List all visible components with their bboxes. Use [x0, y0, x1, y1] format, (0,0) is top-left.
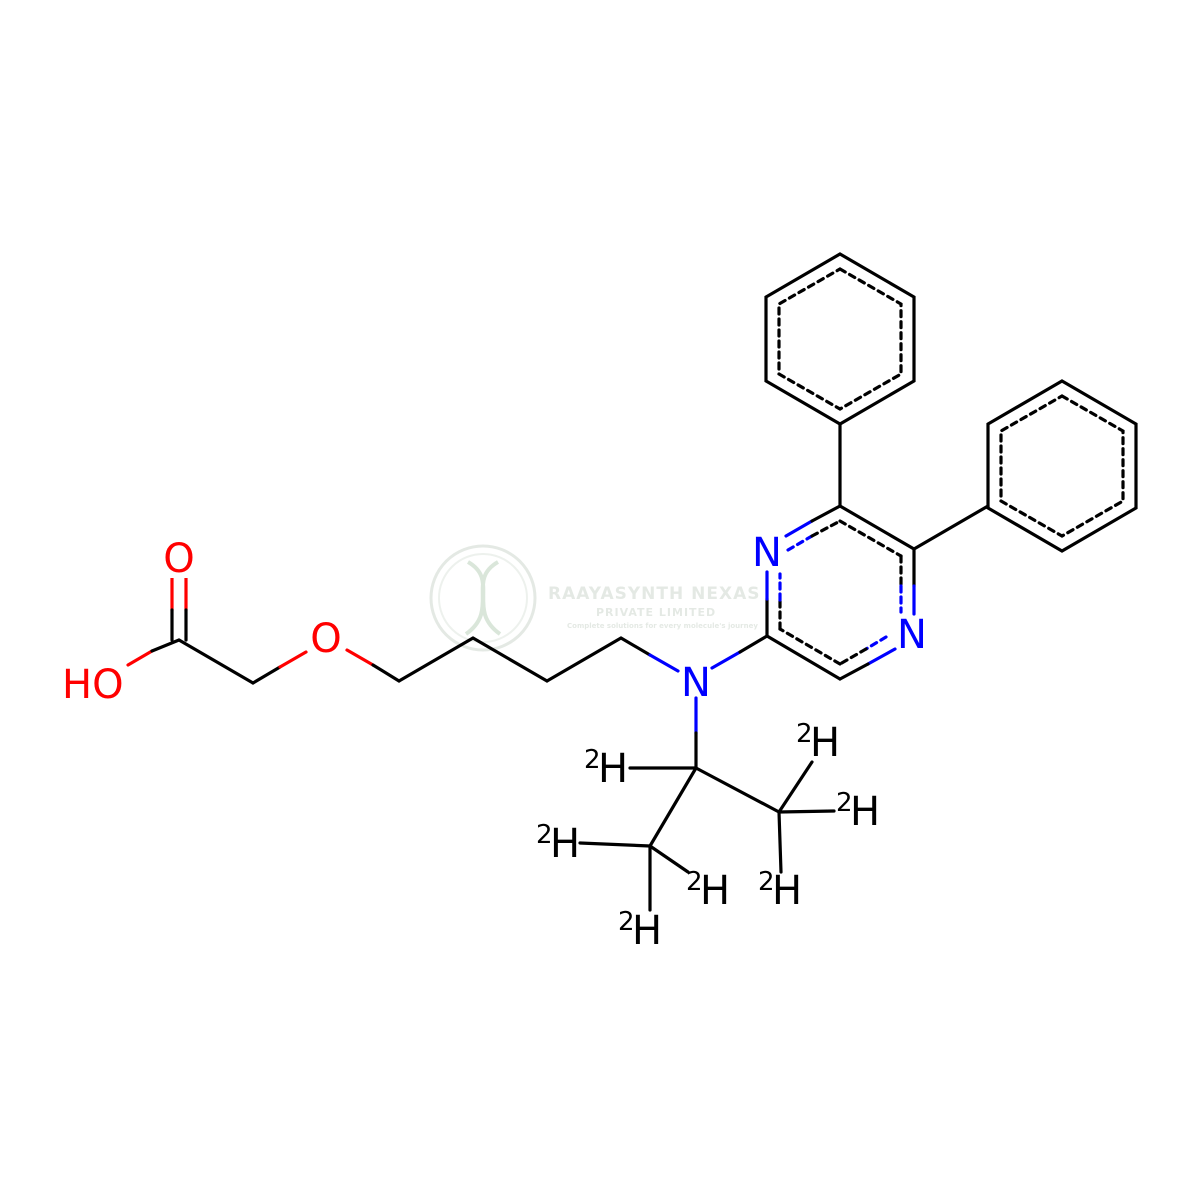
deuterium-label: H	[850, 789, 880, 835]
pyrazine-nitrogen-1-label: N	[752, 530, 782, 576]
chain-bond-1	[397, 636, 475, 683]
pyrazine-nitrogen-4-label: N	[897, 612, 927, 658]
deuterium-right-methyl-1: 2 H	[796, 719, 840, 766]
phenyl-ring-2	[986, 379, 1138, 553]
pyrazine-dash-c3-c2	[778, 627, 842, 666]
pyrazine-bond-c6-c5	[838, 504, 916, 551]
hydroxyl-label: HO	[62, 662, 124, 708]
pyrazine-dash-c6-c5	[838, 519, 903, 558]
pyrazine-dash-n4-c3	[864, 635, 888, 651]
atom-labels: O HO O N N N 2 H 2 H 2 H 2 H 2 H 2 H	[62, 530, 927, 954]
pyrazine-bond-n1-c6-carbon	[810, 504, 842, 523]
isotope-superscript: 2	[686, 867, 703, 897]
pyrazine-dash-n1-c6	[786, 534, 814, 552]
pyrazine-bond-n4-c3-carbon	[838, 662, 870, 681]
isotope-superscript: 2	[584, 745, 601, 775]
deuterium-left-methyl-3: 2 H	[618, 907, 662, 954]
watermark-logo-ring	[429, 544, 537, 652]
isotope-superscript: 2	[536, 820, 553, 850]
watermark-tagline: Complete solutions for every molecule's …	[567, 622, 758, 630]
chain-bond-2	[471, 636, 549, 683]
isotope-superscript: 2	[618, 907, 635, 937]
watermark-subtitle: PRIVATE LIMITED	[596, 606, 716, 619]
deuterium-left-methyl-2: 2 H	[686, 867, 730, 914]
pyrazine-dash-n1-c6-carbon	[810, 519, 842, 538]
left-methyl-d-bond-2	[648, 844, 690, 874]
phenyl-2-connection	[912, 504, 990, 551]
deuterium-label: H	[810, 720, 840, 766]
pyrazine-aromatic-dashes	[778, 519, 903, 666]
ether-oxygen-label: O	[310, 616, 341, 662]
isotope-superscript: 2	[796, 719, 813, 749]
pyrazine-dash-n4-c3-carbon	[838, 647, 868, 666]
isopropyl-right-methyl-bond	[694, 766, 781, 814]
chain-bond-4-nitrogen	[648, 653, 680, 673]
isotope-superscript: 2	[836, 788, 853, 818]
pyrazine-bond-n4-c3	[866, 647, 897, 666]
carbonyl-oxygen-label: O	[163, 536, 194, 582]
phenyl-ring-1-aromatic	[777, 267, 903, 411]
bonds	[126, 252, 1138, 912]
deuterium-right-methyl-2: 2 H	[836, 788, 880, 835]
deuterium-label: H	[632, 908, 662, 954]
pyrazine-bond-c3-c2	[765, 634, 842, 681]
right-methyl-d-bond-1	[777, 760, 814, 814]
alpha-carbon-bond	[177, 638, 255, 685]
deuterium-label: H	[700, 868, 730, 914]
pyrazine-bond-n1-c6	[784, 519, 814, 538]
ether-bond-right	[345, 648, 375, 667]
amine-ring-bond	[710, 650, 742, 670]
chain-bond-4	[619, 636, 652, 657]
dna-helix-icon	[464, 560, 502, 636]
isopropyl-left-methyl-bond	[648, 766, 698, 848]
right-methyl-d-bond-3	[777, 810, 783, 874]
company-watermark: RAAYASYNTH NEXAS PRIVATE LIMITED Complet…	[429, 544, 761, 652]
amine-nitrogen-label: N	[681, 660, 711, 706]
deuterium-label: H	[598, 746, 628, 792]
chain-bond-3	[545, 636, 623, 683]
deuterium-right-methyl-3: 2 H	[758, 867, 802, 914]
deuterium-label: H	[550, 821, 580, 867]
isotope-superscript: 2	[758, 867, 775, 897]
watermark-title: RAAYASYNTH NEXAS	[548, 584, 761, 604]
hydroxyl-bond-carbon	[150, 638, 181, 653]
right-methyl-d-bond-2	[777, 809, 836, 814]
ether-bond-left-carbon	[251, 665, 282, 685]
deuterium-methine: 2 H	[584, 745, 628, 792]
phenyl-ring-2-aromatic	[999, 394, 1125, 538]
left-methyl-d-bond-1	[578, 841, 652, 848]
deuterium-left-methyl-1: 2 H	[536, 820, 580, 867]
deuterium-label: H	[772, 868, 802, 914]
ether-bond-right-carbon	[371, 663, 401, 683]
hydroxyl-bond	[126, 649, 154, 667]
amine-ring-bond-carbon	[738, 634, 769, 654]
carbonyl-label-bg	[160, 538, 198, 578]
phenyl-ring-1	[764, 252, 916, 426]
ether-bond-left	[278, 650, 308, 669]
